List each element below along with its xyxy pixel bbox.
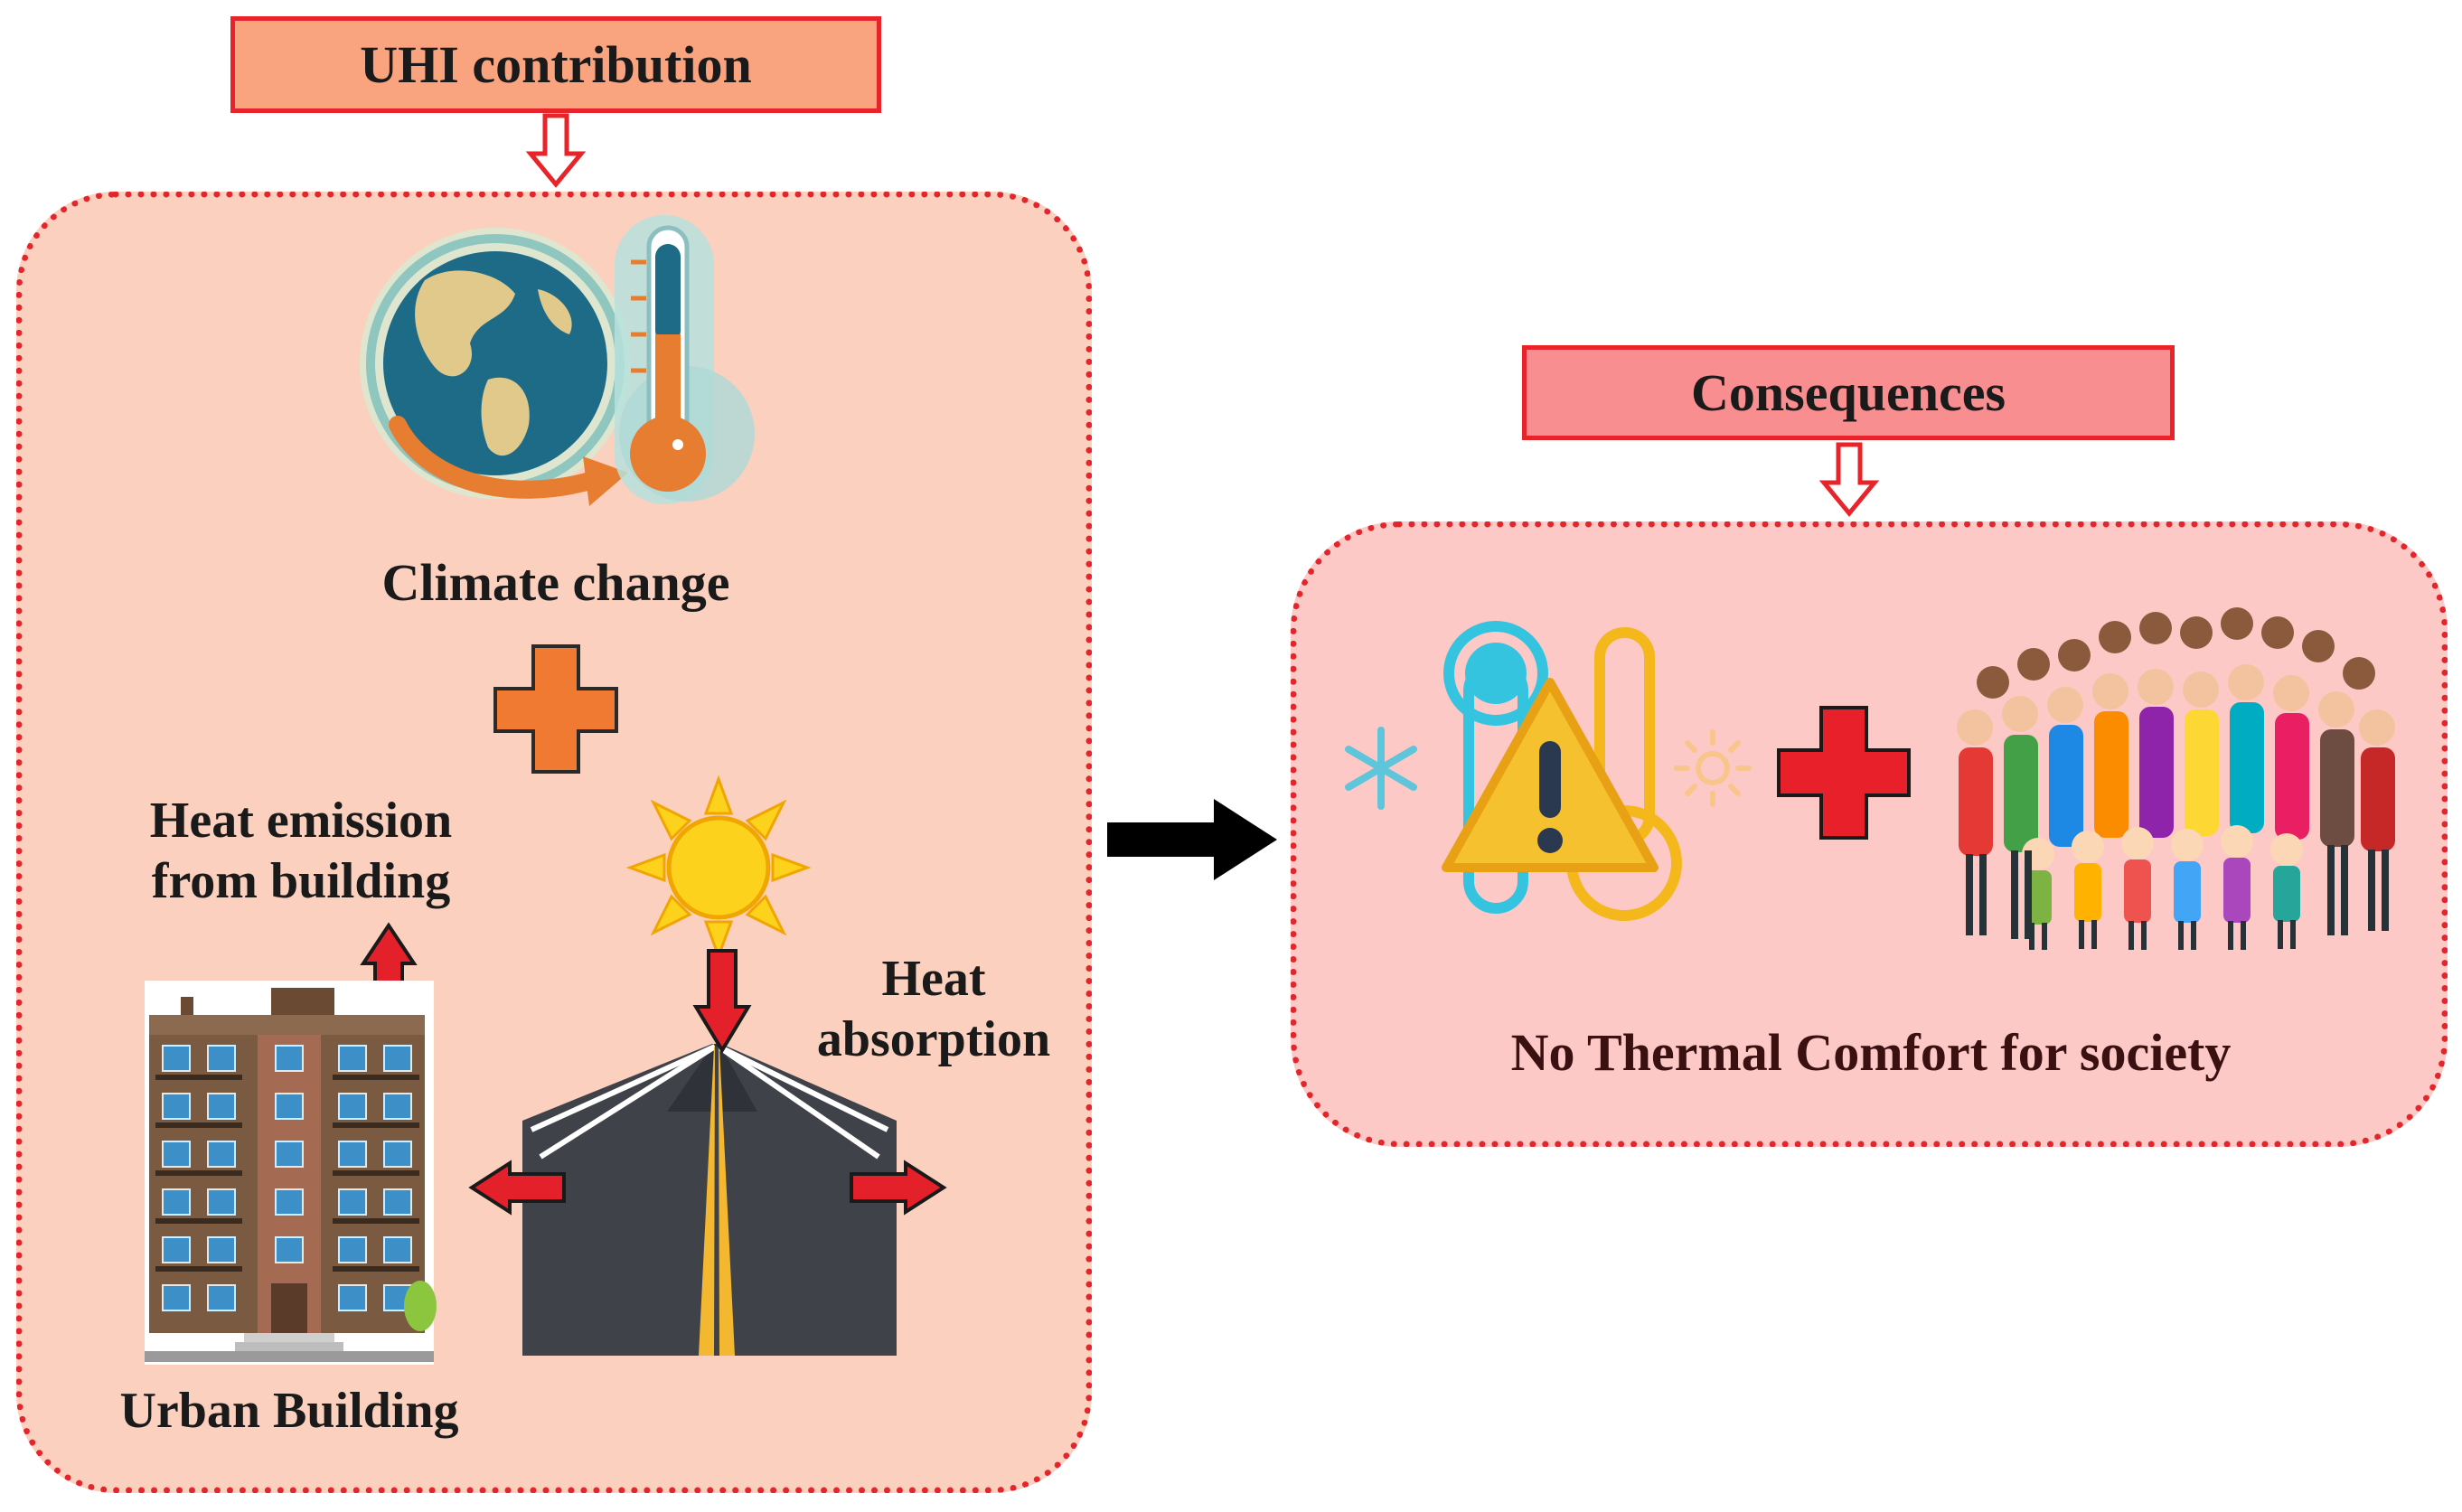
thermometer-icon	[615, 215, 755, 504]
right-heat-arrow	[850, 1160, 947, 1216]
heat-absorption-line1: Heat	[881, 951, 986, 1007]
heat-emission-line2: from building	[151, 853, 451, 910]
window-grid	[162, 1045, 412, 1311]
heat-emission-label: Heat emission from building	[107, 791, 495, 912]
warning-icon	[1442, 621, 1682, 921]
plus-icon	[493, 644, 618, 774]
down-arrow-icon	[525, 113, 587, 188]
heat-absorption-label: Heat absorption	[785, 949, 1083, 1070]
sun-icon	[625, 775, 812, 961]
consequences-header: Consequences	[1522, 345, 2175, 440]
red-plus-icon	[1777, 706, 1911, 840]
heat-emission-line1: Heat emission	[149, 793, 453, 849]
left-heat-arrow	[468, 1160, 566, 1216]
climate-change-label: Climate change	[381, 553, 730, 612]
earth-icon	[360, 228, 631, 499]
heat-absorption-line2: absorption	[816, 1011, 1051, 1068]
flow-arrow-icon	[1107, 799, 1277, 880]
small-sun-icon	[1674, 729, 1752, 807]
consequences-caption: No Thermal Comfort for society	[1510, 1023, 2232, 1082]
sun-down-arrow	[692, 949, 752, 1054]
snowflake-icon	[1345, 727, 1417, 810]
road-icon	[522, 1044, 897, 1356]
uhi-contribution-header: UHI contribution	[230, 16, 881, 113]
building-icon	[145, 981, 437, 1365]
crowd-icon	[1948, 592, 2400, 953]
urban-building-label: Urban Building	[119, 1383, 459, 1439]
down-arrow-icon-2	[1818, 442, 1880, 517]
climate-change-illustration	[360, 215, 755, 506]
